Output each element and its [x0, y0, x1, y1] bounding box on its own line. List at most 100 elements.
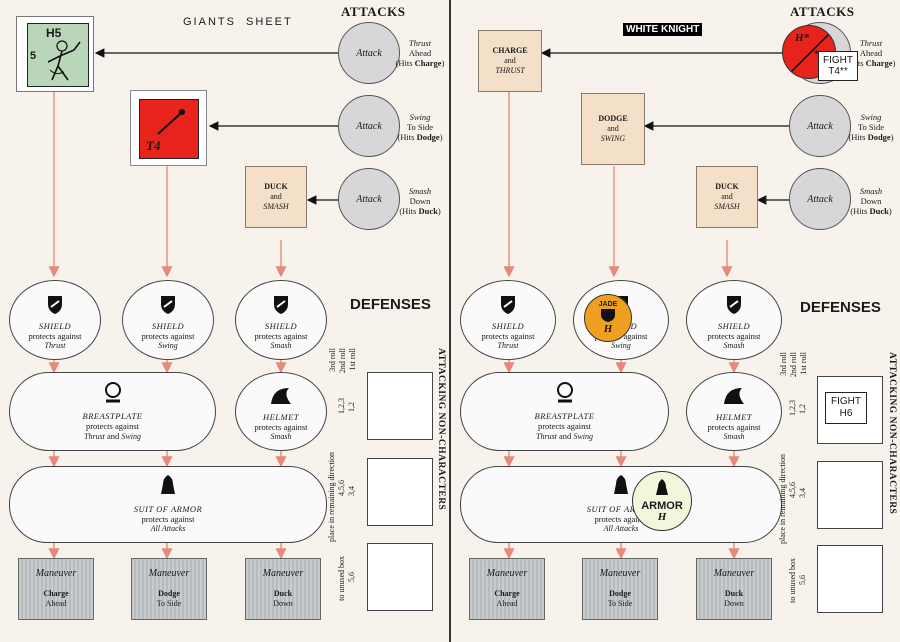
side-title: ATTACKING NON-CHARACTERS: [887, 352, 897, 515]
helmet-icon: [724, 388, 744, 404]
dodge-swing-box[interactable]: DODGE and SWING: [581, 93, 645, 165]
giant-counter[interactable]: H5 5: [27, 23, 89, 87]
fight-counter-h6[interactable]: FIGHT H6: [825, 392, 867, 424]
box-mid: and: [270, 192, 282, 201]
roll-label-1: 1st roll: [799, 352, 808, 375]
roll-label-2: 2nd roll: [338, 348, 347, 374]
red-counter-code: T4: [146, 138, 161, 153]
breastplate-what: Thrust and Swing: [84, 431, 141, 441]
breastplate[interactable]: BREASTPLATE protects against Thrust and …: [9, 372, 216, 451]
flow-arrows: [48, 48, 338, 560]
jade-counter[interactable]: JADE H: [584, 294, 632, 342]
attack-swing[interactable]: Attack: [338, 95, 400, 157]
giants-sheet: GIANTS SHEET ATTACKS H5 5 T4 DUCK and SM…: [0, 0, 449, 642]
roll-range-3: 3,4: [798, 488, 807, 498]
armor-icon: [161, 475, 175, 494]
armor-counter-name: ARMOR: [641, 500, 683, 512]
attack-smash[interactable]: Attack: [338, 168, 400, 230]
helmet[interactable]: HELMET protects against Smash: [235, 372, 327, 451]
attack-label: Attack: [807, 193, 833, 205]
roll-range-4: 4,5,6: [337, 480, 346, 496]
roll-label-3: 3rd roll: [328, 348, 337, 372]
attack-label: Attack: [356, 193, 382, 205]
roll-range-5: 5,6: [347, 572, 356, 582]
shield-smash[interactable]: SHIELD protects against Smash: [235, 280, 327, 360]
fight-counter-t4[interactable]: FIGHT T4**: [818, 51, 858, 81]
suit-of-armor[interactable]: SUIT OF ARMOR protects against All Attac…: [9, 466, 327, 543]
shield-smash[interactable]: SHIELD protects against Smash: [686, 280, 782, 360]
non-char-box-3[interactable]: [367, 543, 433, 611]
side-text-1: place in remaining direction: [327, 452, 336, 542]
flail-icon: [157, 109, 185, 135]
charge-thrust-box[interactable]: CHARGE and THRUST: [478, 30, 542, 92]
shield-icon: [274, 296, 288, 314]
roll-range-1: 1,2: [347, 402, 356, 412]
defenses-header: DEFENSES: [800, 299, 881, 316]
side-text-1: place in remaining direction: [778, 454, 787, 544]
breastplate[interactable]: BREASTPLATE protects against Thrust and …: [460, 372, 669, 451]
giant-counter-stack[interactable]: H5 5: [16, 16, 94, 92]
duck-smash-box[interactable]: DUCK and SMASH: [696, 166, 758, 228]
attack-counter-star: *: [814, 48, 820, 60]
sheet-title: GIANTS SHEET: [183, 16, 293, 28]
jade-label: JADE: [598, 301, 618, 308]
armor-icon: [614, 475, 628, 494]
shield-icon: [48, 296, 62, 314]
non-char-box-2[interactable]: [367, 458, 433, 526]
roll-range-2: 1,2,3: [788, 400, 797, 416]
attack-swing[interactable]: Attack: [789, 95, 851, 157]
red-counter-frame[interactable]: T4: [130, 90, 207, 166]
helmet-icon: [271, 388, 291, 404]
shield-swing[interactable]: SHIELD protects against Swing: [122, 280, 214, 360]
shield-thrust[interactable]: SHIELD protects against Thrust: [460, 280, 556, 360]
box-bot: SMASH: [263, 202, 289, 211]
defenses-header: DEFENSES: [350, 296, 431, 313]
armor-counter[interactable]: ARMOR H: [632, 471, 692, 531]
duck-smash-box[interactable]: DUCK and SMASH: [245, 166, 307, 228]
roll-range-2: 1,2,3: [337, 398, 346, 414]
attack-smash[interactable]: Attack: [789, 168, 851, 230]
shield-icon: [161, 296, 175, 314]
attacks-header: ATTACKS: [341, 4, 406, 19]
giant-code: H5: [46, 26, 62, 40]
suit-of-armor[interactable]: SUIT OF ARMOR protects against All Attac…: [460, 466, 782, 543]
giant-figure-icon: [47, 40, 81, 81]
side-text-2: to unused box: [337, 556, 346, 601]
shield-thrust[interactable]: SHIELD protects against Thrust: [9, 280, 101, 360]
red-counter[interactable]: T4: [139, 99, 199, 159]
roll-range-4: 4,5,6: [788, 482, 797, 498]
sheet-divider: [449, 0, 451, 642]
side-text-2: to unused box: [788, 558, 797, 603]
helmet[interactable]: HELMET protects against Smash: [686, 372, 782, 451]
roll-label-2: 2nd roll: [789, 352, 798, 378]
roll-range-5: 5,6: [798, 575, 807, 585]
breastplate-what: Thrust and Swing: [536, 431, 593, 441]
white-knight-sheet: WHITE KNIGHT ATTACKS CHARGE and THRUST D…: [451, 0, 900, 642]
attack-label: Attack: [356, 120, 382, 132]
attack-counter-code: H*: [795, 32, 810, 44]
non-char-box-2[interactable]: [817, 461, 883, 529]
attack-label: Attack: [807, 120, 833, 132]
non-char-box-3[interactable]: [817, 545, 883, 613]
non-char-box-1[interactable]: [367, 372, 433, 440]
shield-icon: [601, 309, 615, 322]
giant-number: 5: [30, 50, 37, 62]
roll-label-1: 1st roll: [348, 348, 357, 371]
armor-icon: [656, 479, 668, 495]
box-top: DUCK: [264, 182, 288, 191]
jade-code: H: [603, 323, 613, 335]
attack-thrust[interactable]: Attack: [338, 22, 400, 84]
armor-counter-code: H: [657, 511, 667, 523]
roll-range-1: 1,2: [798, 404, 807, 414]
